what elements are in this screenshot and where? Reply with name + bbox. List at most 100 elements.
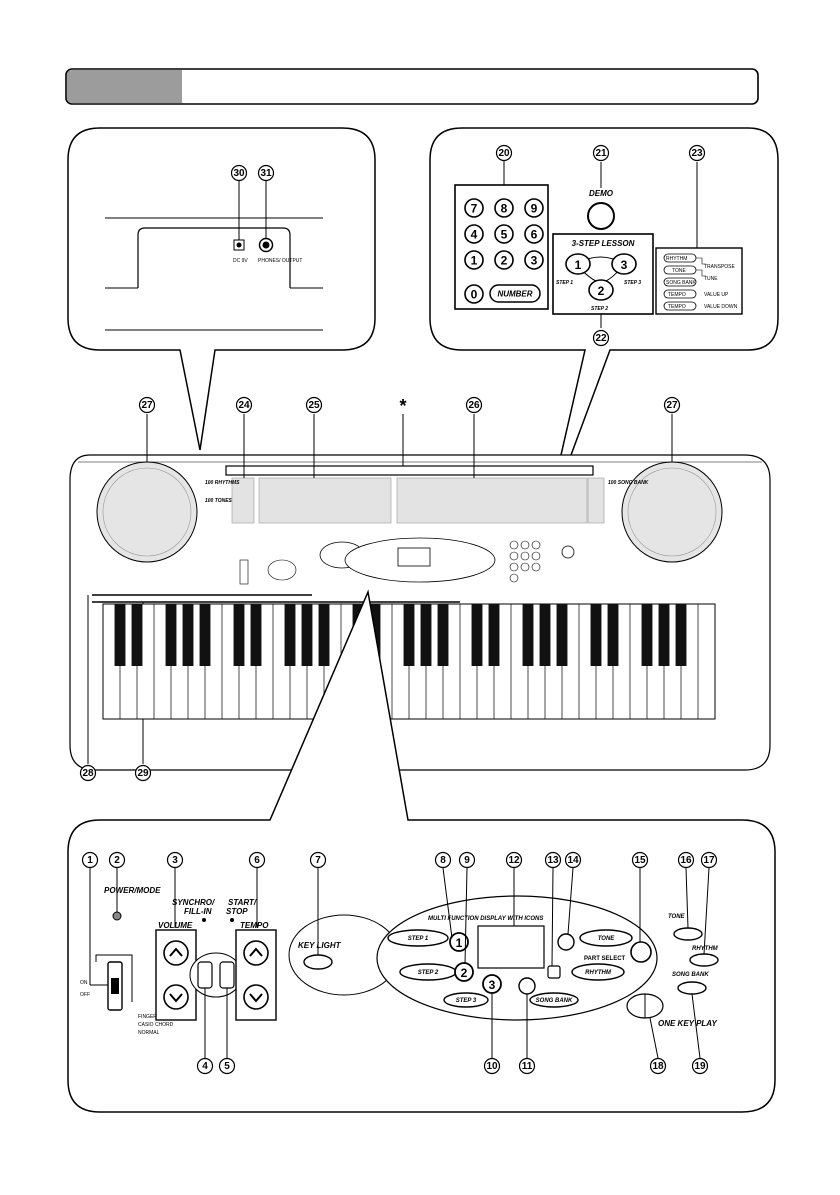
black-key[interactable]: [199, 604, 211, 666]
leader-lines: [87, 414, 710, 1059]
song-bank-right-button[interactable]: [677, 981, 707, 995]
keypad-digit-8-button[interactable]: [494, 198, 514, 218]
callout-circle: [230, 164, 248, 182]
tempo-down-button[interactable]: [243, 984, 269, 1010]
keypad-digit-1-button[interactable]: [464, 250, 484, 270]
lesson-step1-button[interactable]: [565, 253, 591, 275]
step3-button[interactable]: [443, 992, 489, 1008]
black-key[interactable]: [403, 604, 415, 666]
keypad-digit-label: 5: [501, 228, 508, 242]
fill-in-label: FILL-IN: [184, 907, 212, 916]
black-key[interactable]: [539, 604, 551, 666]
tone-button[interactable]: [579, 929, 633, 947]
tempo-down-small-button[interactable]: [663, 301, 697, 311]
callout-number: 28: [82, 768, 94, 779]
callout-circle: [458, 851, 476, 869]
part-select-button[interactable]: [630, 941, 652, 963]
black-key[interactable]: [420, 604, 432, 666]
black-key[interactable]: [607, 604, 619, 666]
demo-button[interactable]: [587, 202, 615, 230]
black-key[interactable]: [182, 604, 194, 666]
keypad-digit-9-button[interactable]: [524, 198, 544, 218]
black-key[interactable]: [301, 604, 313, 666]
keypad-digit-2-button[interactable]: [494, 250, 514, 270]
power-mode-label: POWER/MODE: [104, 886, 161, 895]
key-light-button[interactable]: [303, 954, 333, 970]
callout-circle: [592, 144, 610, 162]
memory-button[interactable]: [547, 965, 561, 979]
keypad-digit-7-button[interactable]: [464, 198, 484, 218]
lesson-step3-number: 3: [621, 258, 628, 272]
value-down-label: VALUE DOWN: [704, 304, 738, 310]
song-bank-button[interactable]: [529, 992, 579, 1008]
volume-down-button[interactable]: [163, 984, 189, 1010]
keypad-digit-3-button[interactable]: [524, 250, 544, 270]
callout-circle: [134, 764, 152, 782]
synchro-label: SYNCHRO/: [172, 898, 215, 907]
rhythm-label: RHYTHM: [585, 970, 612, 976]
black-key[interactable]: [437, 604, 449, 666]
callout-number: 16: [680, 855, 692, 866]
number-button[interactable]: [489, 284, 541, 303]
callout-circle: [663, 396, 681, 414]
black-key[interactable]: [284, 604, 296, 666]
black-key[interactable]: [233, 604, 245, 666]
volume-up-button[interactable]: [163, 940, 189, 966]
lesson-1-button[interactable]: [449, 932, 469, 952]
header-bar: [65, 68, 759, 105]
tempo-up-button[interactable]: [243, 940, 269, 966]
callout-number: 26: [468, 400, 480, 411]
synchro-fill-in-button[interactable]: [197, 961, 213, 989]
tune-label: TUNE: [704, 276, 718, 282]
black-key[interactable]: [488, 604, 500, 666]
keypad-digit-6-button[interactable]: [524, 224, 544, 244]
callout-number: 12: [508, 855, 520, 866]
black-key[interactable]: [658, 604, 670, 666]
mini-keypad-key: [520, 562, 530, 572]
black-key[interactable]: [114, 604, 126, 666]
mini-keypad-key: [531, 562, 541, 572]
callout-circle: [465, 396, 483, 414]
left-speaker: [96, 461, 198, 563]
black-key[interactable]: [522, 604, 534, 666]
record-button[interactable]: [557, 933, 575, 951]
lesson-step2-label: STEP 2: [591, 306, 608, 312]
black-key[interactable]: [318, 604, 330, 666]
tone-small-label: TONE: [672, 268, 686, 274]
callout-number: 20: [498, 148, 510, 159]
black-key[interactable]: [675, 604, 687, 666]
lesson-step3-label: STEP 3: [624, 280, 641, 286]
song-bank-small-button[interactable]: [663, 277, 697, 287]
number-button-label: NUMBER: [497, 290, 532, 299]
lesson-1-number: 1: [456, 936, 463, 950]
black-key[interactable]: [250, 604, 262, 666]
black-key[interactable]: [590, 604, 602, 666]
right-speaker: [621, 461, 723, 563]
black-key[interactable]: [131, 604, 143, 666]
black-key[interactable]: [556, 604, 568, 666]
key-light-label: KEY LIGHT: [298, 941, 342, 950]
callout-number: 19: [694, 1061, 706, 1072]
keypad-digit-label: 4: [471, 228, 478, 242]
step1-button[interactable]: [387, 929, 449, 947]
keypad-digit-0-button[interactable]: [464, 284, 484, 304]
rhythm-right-button[interactable]: [689, 953, 719, 967]
start-stop-button[interactable]: [219, 961, 235, 989]
lesson-step3-button[interactable]: [611, 253, 637, 275]
metronome-button[interactable]: [518, 977, 536, 995]
keypad-digit-5-button[interactable]: [494, 224, 514, 244]
keypad-digit-4-button[interactable]: [464, 224, 484, 244]
callout-number: 7: [315, 855, 321, 866]
black-key[interactable]: [471, 604, 483, 666]
callout-number: 4: [202, 1061, 208, 1072]
rhythm-button[interactable]: [571, 963, 625, 981]
tempo-up-small-button[interactable]: [663, 289, 697, 299]
lesson-step2-button[interactable]: [588, 279, 614, 301]
black-key[interactable]: [641, 604, 653, 666]
callout-circle: [218, 1057, 236, 1075]
callout-number: 17: [703, 855, 715, 866]
tone-right-button[interactable]: [673, 927, 703, 941]
lesson-2-button[interactable]: [454, 962, 474, 982]
black-key[interactable]: [165, 604, 177, 666]
